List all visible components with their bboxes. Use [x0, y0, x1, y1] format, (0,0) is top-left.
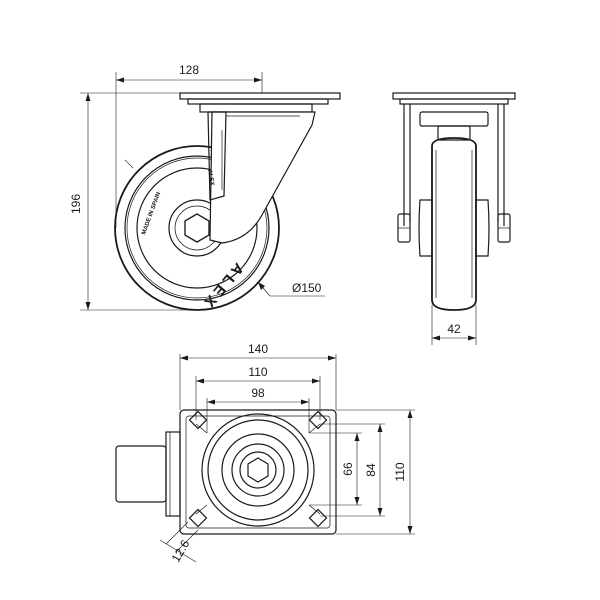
dim-128-text: 128	[179, 63, 199, 77]
top-fork	[165, 431, 181, 517]
front-view: 42	[392, 92, 516, 345]
mount-slot-top-right	[308, 410, 328, 434]
fork-arm	[209, 111, 316, 244]
dim-12-6-text: 12.6	[169, 537, 193, 565]
front-top-plate	[392, 92, 516, 100]
front-wheel	[431, 137, 477, 311]
dim-42-text: 42	[447, 322, 461, 336]
dim-140-text: 140	[248, 342, 268, 356]
dim-12-6-ext-a	[165, 521, 189, 545]
dim-98-text: 98	[251, 386, 265, 400]
front-bearing	[419, 111, 489, 127]
kingpin-nut	[247, 457, 269, 483]
wheel-rim	[136, 167, 258, 289]
dim-12-6-ext-b	[175, 529, 199, 553]
dim-150-text: Ø150	[292, 281, 322, 295]
dim-196-text: 196	[69, 194, 83, 214]
top-wheel-tread	[115, 445, 167, 503]
dim-110-text: 110	[248, 365, 267, 379]
mount-slot-bottom-left	[188, 504, 208, 528]
dim-66-text: 66	[341, 462, 355, 476]
side-top-plate	[179, 92, 341, 100]
swivel-race-outer	[201, 413, 315, 527]
wheel-tick-mark	[124, 159, 134, 169]
dim-12-6-line	[159, 539, 197, 563]
small-logo-label: ALEX	[206, 169, 215, 186]
axle-nut	[184, 213, 210, 243]
front-fork-sides	[403, 104, 505, 226]
top-view: 140 110 98 66 84 110	[115, 342, 415, 565]
mount-slot-top-left	[188, 410, 208, 434]
swivel-race-inner	[221, 433, 295, 507]
wheel-tread-inner	[124, 155, 270, 301]
mount-slot-bottom-right	[308, 504, 328, 528]
fork-leg	[207, 111, 227, 201]
side-view: ALEX MADE IN SPAIN ALEX 128 196 Ø150	[69, 63, 341, 313]
dim-110v-text: 110	[393, 462, 407, 481]
side-plate-layer	[187, 98, 329, 105]
dim-84-text: 84	[364, 463, 378, 477]
